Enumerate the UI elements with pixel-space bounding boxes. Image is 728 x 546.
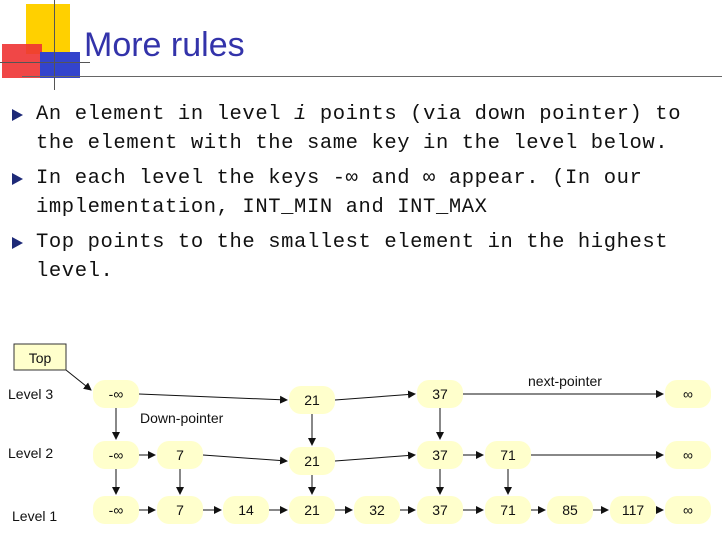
skip-list-node: 21 bbox=[289, 386, 335, 414]
node-shape bbox=[485, 441, 531, 469]
node-shape bbox=[354, 496, 400, 524]
bullet-marker-icon bbox=[12, 109, 23, 121]
skip-list-node: 21 bbox=[289, 496, 335, 524]
skip-list-node: -∞ bbox=[93, 441, 139, 469]
pointer-arrows bbox=[65, 369, 664, 514]
skip-list-node: -∞ bbox=[93, 380, 139, 408]
pointer-arrow bbox=[65, 369, 92, 391]
bullet-item-1: An element in level i points (via down p… bbox=[12, 100, 724, 158]
skip-list-node: 117 bbox=[610, 496, 656, 524]
node-key: 71 bbox=[500, 502, 516, 518]
skip-list-node: -∞ bbox=[93, 496, 139, 524]
node-key: 117 bbox=[622, 502, 645, 518]
node-shape bbox=[289, 447, 335, 475]
node-key: ∞ bbox=[683, 502, 693, 518]
node-key: -∞ bbox=[109, 502, 124, 518]
level-2-label: Level 2 bbox=[8, 445, 53, 461]
skip-list-nodes: -∞ 21 37 ∞ -∞ 7 21 37 71 ∞ -∞ 7 14 21 32 37 71 85 117 ∞ bbox=[93, 380, 711, 524]
skip-list-node: ∞ bbox=[665, 441, 711, 469]
level-3-label: Level 3 bbox=[8, 386, 53, 402]
node-shape bbox=[417, 496, 463, 524]
node-key: -∞ bbox=[109, 447, 124, 463]
skip-list-node: ∞ bbox=[665, 380, 711, 408]
skip-list-node: 32 bbox=[354, 496, 400, 524]
node-key: ∞ bbox=[683, 386, 693, 402]
node-key: ∞ bbox=[683, 447, 693, 463]
node-key: 37 bbox=[432, 447, 448, 463]
skip-list-node: 71 bbox=[485, 441, 531, 469]
node-shape bbox=[93, 496, 139, 524]
node-shape bbox=[665, 496, 711, 524]
node-key: 71 bbox=[500, 447, 516, 463]
node-shape bbox=[157, 441, 203, 469]
node-key: 7 bbox=[176, 502, 184, 518]
skip-list-node: 71 bbox=[485, 496, 531, 524]
title-underline bbox=[22, 76, 722, 77]
corner-decoration bbox=[0, 0, 90, 90]
node-shape bbox=[289, 496, 335, 524]
top-label: Top bbox=[29, 350, 52, 366]
node-shape bbox=[157, 496, 203, 524]
pointer-arrow bbox=[334, 390, 416, 401]
top-box bbox=[13, 343, 67, 371]
node-key: 21 bbox=[304, 502, 320, 518]
node-key: 37 bbox=[432, 502, 448, 518]
node-key: 7 bbox=[176, 447, 184, 463]
skip-list-node: ∞ bbox=[665, 496, 711, 524]
skip-list-node: 85 bbox=[547, 496, 593, 524]
node-key: -∞ bbox=[109, 386, 124, 402]
node-shape bbox=[417, 441, 463, 469]
node-shape bbox=[610, 496, 656, 524]
down-pointer-label: Down-pointer bbox=[140, 410, 224, 426]
node-key: 37 bbox=[432, 386, 448, 402]
node-shape bbox=[485, 496, 531, 524]
skip-list-node: 7 bbox=[157, 496, 203, 524]
node-shape bbox=[289, 386, 335, 414]
node-key: 32 bbox=[369, 502, 385, 518]
bullet-marker-icon bbox=[12, 237, 23, 249]
skip-list-node: 37 bbox=[417, 441, 463, 469]
node-shape bbox=[93, 441, 139, 469]
node-shape bbox=[417, 380, 463, 408]
level-1-label: Level 1 bbox=[12, 508, 57, 524]
bullet-marker-icon bbox=[12, 173, 23, 185]
skip-list-node: 14 bbox=[223, 496, 269, 524]
node-shape bbox=[547, 496, 593, 524]
node-shape bbox=[665, 380, 711, 408]
bullet-item-2: In each level the keys -∞ and ∞ appear. … bbox=[12, 164, 724, 222]
next-pointer-label: next-pointer bbox=[528, 373, 602, 389]
skip-list-node: 21 bbox=[289, 447, 335, 475]
node-key: 85 bbox=[562, 502, 578, 518]
bullet-item-3: Top points to the smallest element in th… bbox=[12, 228, 724, 286]
node-key: 21 bbox=[304, 453, 320, 469]
skip-list-node: 37 bbox=[417, 496, 463, 524]
node-key: 14 bbox=[238, 502, 254, 518]
node-key: 21 bbox=[304, 392, 320, 408]
bullet-list: An element in level i points (via down p… bbox=[12, 100, 724, 292]
skip-list-node: 7 bbox=[157, 441, 203, 469]
node-shape bbox=[93, 380, 139, 408]
pointer-arrow bbox=[138, 393, 288, 404]
skip-list-node: 37 bbox=[417, 380, 463, 408]
pointer-arrow bbox=[202, 454, 288, 465]
pointer-arrow bbox=[334, 451, 416, 462]
node-shape bbox=[223, 496, 269, 524]
skip-list-diagram: Top Level 3 Level 2 Level 1 next-pointer… bbox=[8, 343, 711, 524]
slide-title: More rules bbox=[84, 26, 245, 64]
node-shape bbox=[665, 441, 711, 469]
